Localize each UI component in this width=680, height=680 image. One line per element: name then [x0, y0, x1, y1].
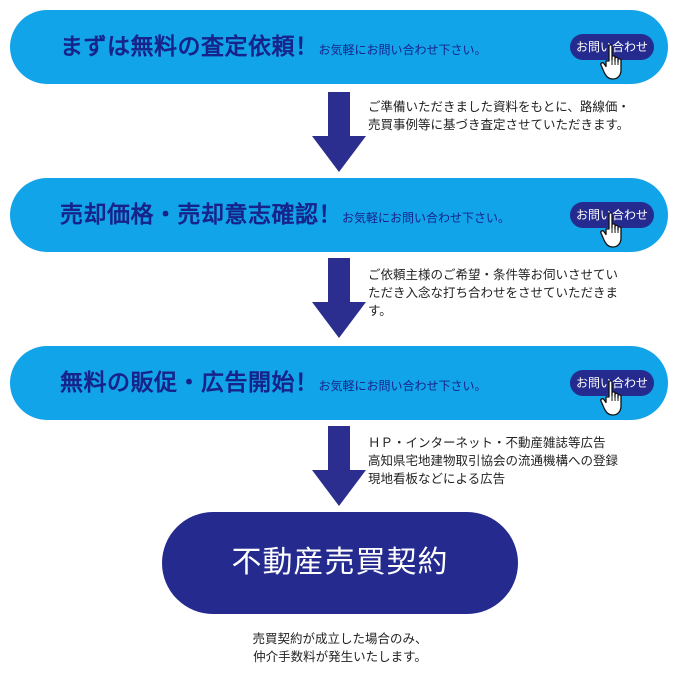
- step-3-title-text: 無料の販促・広告開始！: [60, 370, 319, 396]
- final-contract-box: 不動産売買契約: [162, 512, 518, 614]
- step-2-bar: 売却価格・売却意志確認！お気軽にお問い合わせ下さい。 お問い合わせ: [10, 178, 668, 252]
- description-line: 売買事例等に基づき査定させていただきます。: [368, 117, 630, 132]
- description-line: す。: [368, 303, 392, 318]
- step-1-description: ご準備いただきました資料をもとに、路線価・ 売買事例等に基づき査定させていただき…: [368, 98, 630, 134]
- final-note: 売買契約が成立した場合のみ、 仲介手数料が発生いたします。: [0, 630, 680, 666]
- down-arrow-icon: [312, 92, 366, 172]
- step-3-subtitle: お気軽にお問い合わせ下さい。: [318, 379, 487, 393]
- description-line: ＨＰ・インターネット・不動産雑誌等広告: [368, 435, 606, 450]
- step-2-title-text: 売却価格・売却意志確認！: [60, 202, 342, 228]
- note-line: 売買契約が成立した場合のみ、: [252, 631, 428, 646]
- description-line: ご依頼主様のご希望・条件等お伺いさせてい: [368, 267, 619, 282]
- step-3-description: ＨＰ・インターネット・不動産雑誌等広告 高知県宅地建物取引協会の流通機構への登録…: [368, 434, 618, 488]
- step-3-bar: 無料の販促・広告開始！お気軽にお問い合わせ下さい。 お問い合わせ: [10, 346, 668, 420]
- step-1-bar: まずは無料の査定依頼！お気軽にお問い合わせ下さい。 お問い合わせ: [10, 10, 668, 84]
- step-2-title: 売却価格・売却意志確認！お気軽にお問い合わせ下さい。: [60, 200, 510, 233]
- down-arrow-icon: [312, 426, 366, 506]
- note-line: 仲介手数料が発生いたします。: [253, 649, 427, 664]
- step-1-contact-button[interactable]: お問い合わせ: [570, 34, 654, 60]
- description-line: 高知県宅地建物取引協会の流通機構への登録: [368, 453, 619, 468]
- step-3-title: 無料の販促・広告開始！お気軽にお問い合わせ下さい。: [60, 368, 487, 401]
- down-arrow-icon: [312, 258, 366, 338]
- description-line: ただき入念な打ち合わせをさせていただきま: [368, 285, 619, 300]
- step-2-description: ご依頼主様のご希望・条件等お伺いさせてい ただき入念な打ち合わせをさせていただき…: [368, 266, 618, 320]
- description-line: ご準備いただきました資料をもとに、路線価・: [368, 99, 630, 114]
- description-line: 現地看板などによる広告: [368, 471, 506, 486]
- step-2-subtitle: お気軽にお問い合わせ下さい。: [342, 211, 511, 225]
- step-1-subtitle: お気軽にお問い合わせ下さい。: [318, 43, 487, 57]
- step-1-title-text: まずは無料の査定依頼！: [60, 34, 319, 60]
- step-3-contact-button[interactable]: お問い合わせ: [570, 370, 654, 396]
- step-1-title: まずは無料の査定依頼！お気軽にお問い合わせ下さい。: [60, 32, 487, 65]
- step-2-contact-button[interactable]: お問い合わせ: [570, 202, 654, 228]
